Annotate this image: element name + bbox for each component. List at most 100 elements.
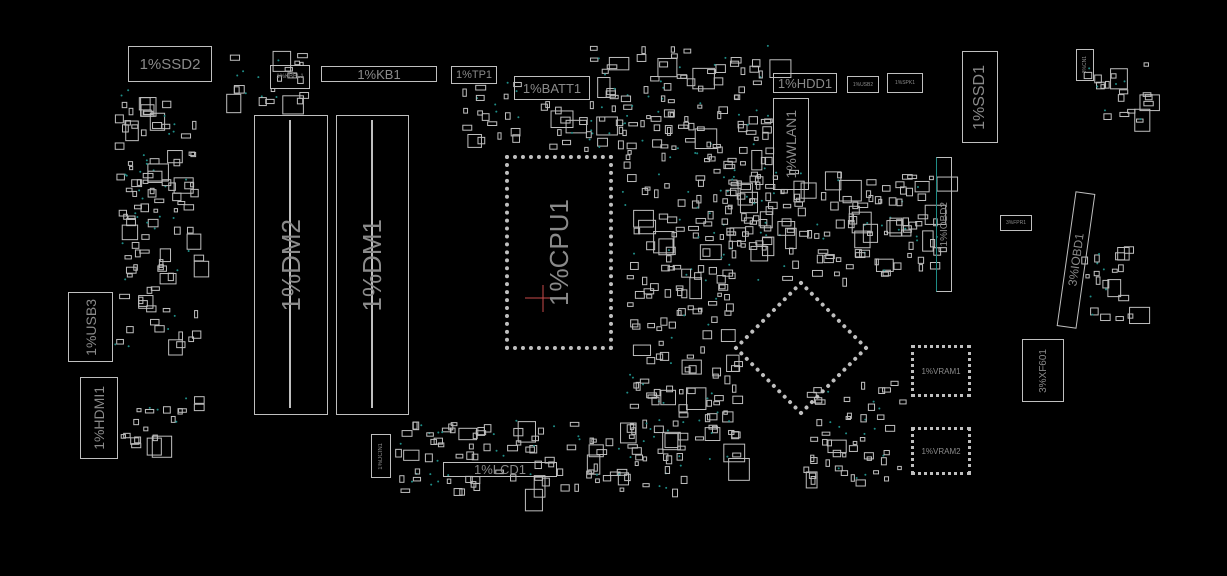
- smd-component: [636, 54, 647, 62]
- smd-component: [139, 249, 150, 254]
- smd-component: [157, 265, 167, 272]
- connector-usb3[interactable]: 1%USB3: [68, 292, 113, 362]
- connector-dcin1[interactable]: 1%DCIN1: [371, 434, 391, 478]
- connector-wlan1[interactable]: 1%WLAN1: [773, 98, 809, 190]
- smd-component: [893, 262, 902, 270]
- smd-component: [860, 414, 867, 423]
- smd-component: [814, 233, 820, 239]
- connector-cn1[interactable]: 3%CN1: [1076, 49, 1094, 81]
- smd-component: [834, 465, 843, 472]
- smd-component: [692, 232, 699, 239]
- smd-component: [885, 424, 896, 432]
- via: [588, 138, 591, 141]
- via: [707, 323, 710, 326]
- smd-component: [287, 72, 298, 79]
- smd-component: [873, 470, 880, 475]
- cpu-socket-cpu1[interactable]: 1%CPU1: [505, 155, 613, 350]
- via: [120, 94, 123, 97]
- smd-component: [125, 120, 139, 142]
- connector-usb2[interactable]: 1%USB2: [847, 76, 879, 93]
- smd-component: [686, 387, 707, 410]
- smd-component: [749, 198, 756, 204]
- smd-component: [699, 244, 722, 261]
- smd-component: [666, 385, 674, 393]
- via: [715, 297, 718, 300]
- smd-component: [851, 211, 872, 234]
- smd-component: [481, 113, 490, 121]
- smd-component: [884, 476, 890, 482]
- smd-component: [917, 193, 927, 201]
- smd-component: [297, 53, 308, 59]
- connector-fpr1[interactable]: 3%FPR1: [1000, 215, 1032, 231]
- smd-component: [593, 463, 598, 472]
- smd-component: [750, 171, 758, 177]
- smd-component: [683, 121, 690, 129]
- via: [720, 256, 723, 259]
- via: [658, 485, 661, 488]
- smd-component: [140, 97, 157, 117]
- smd-component: [426, 432, 434, 437]
- smd-component: [821, 431, 831, 436]
- smd-component: [136, 179, 142, 186]
- smd-component: [867, 403, 876, 411]
- connector-iobd2[interactable]: 1%IOBD2: [936, 157, 952, 292]
- smd-component: [619, 487, 625, 492]
- via: [608, 132, 611, 135]
- smd-component: [671, 145, 677, 150]
- connector-ssd1[interactable]: 1%SSD1: [962, 51, 998, 143]
- smd-component: [874, 196, 882, 205]
- smd-component: [653, 425, 664, 434]
- smd-component: [666, 126, 672, 136]
- smd-component: [646, 241, 656, 251]
- via: [185, 178, 188, 181]
- smd-component: [859, 437, 866, 442]
- via: [617, 447, 620, 450]
- smd-component: [565, 119, 588, 134]
- smd-component: [630, 261, 639, 270]
- connector-tp1[interactable]: 1%TP1: [451, 66, 497, 84]
- smd-component: [697, 104, 703, 109]
- connector-batt1[interactable]: 1%BATT1: [514, 76, 590, 100]
- via: [665, 486, 668, 489]
- smd-component: [692, 67, 715, 90]
- smd-component: [141, 234, 150, 240]
- via: [411, 480, 414, 483]
- smd-component: [723, 410, 728, 415]
- via: [713, 63, 716, 66]
- smd-component: [574, 483, 579, 492]
- chip-vram1[interactable]: 1%VRAM1: [911, 345, 971, 397]
- dimm-slot-dm2[interactable]: 1%DM2: [254, 115, 328, 415]
- connector-kbbl1[interactable]: 1%KBBL1: [270, 65, 310, 89]
- connector-hdmi1[interactable]: 1%HDMI1: [80, 377, 118, 459]
- via: [631, 104, 634, 107]
- smd-component: [678, 124, 689, 129]
- dimm-slot-dm1[interactable]: 1%DM1: [336, 115, 409, 415]
- via: [678, 455, 681, 458]
- smd-component: [172, 192, 182, 202]
- smd-component: [622, 129, 627, 137]
- smd-component: [733, 94, 739, 100]
- via: [623, 122, 626, 125]
- smd-component: [794, 193, 801, 201]
- connector-hdd1[interactable]: 1%HDD1: [773, 73, 837, 93]
- smd-component: [691, 200, 700, 209]
- chip-xf601[interactable]: 3%XF601: [1022, 339, 1064, 402]
- smd-component: [475, 94, 485, 101]
- smd-component: [731, 384, 737, 393]
- connector-spk1[interactable]: 1%SPK1: [887, 73, 923, 93]
- smd-component: [863, 452, 874, 460]
- smd-component: [661, 264, 670, 272]
- smd-component: [123, 213, 128, 220]
- smd-component: [782, 275, 793, 281]
- smd-component: [822, 438, 828, 446]
- connector-ssd2[interactable]: 1%SSD2: [128, 46, 212, 82]
- smd-component: [767, 201, 778, 210]
- chip-vram2[interactable]: 1%VRAM2: [911, 427, 971, 475]
- smd-component: [906, 187, 914, 197]
- via: [666, 429, 669, 432]
- connector-lcd1[interactable]: 1%LCD1: [443, 462, 557, 477]
- via: [533, 444, 536, 447]
- via: [722, 253, 725, 256]
- smd-component: [629, 403, 640, 409]
- connector-kb1[interactable]: 1%KB1: [321, 66, 437, 82]
